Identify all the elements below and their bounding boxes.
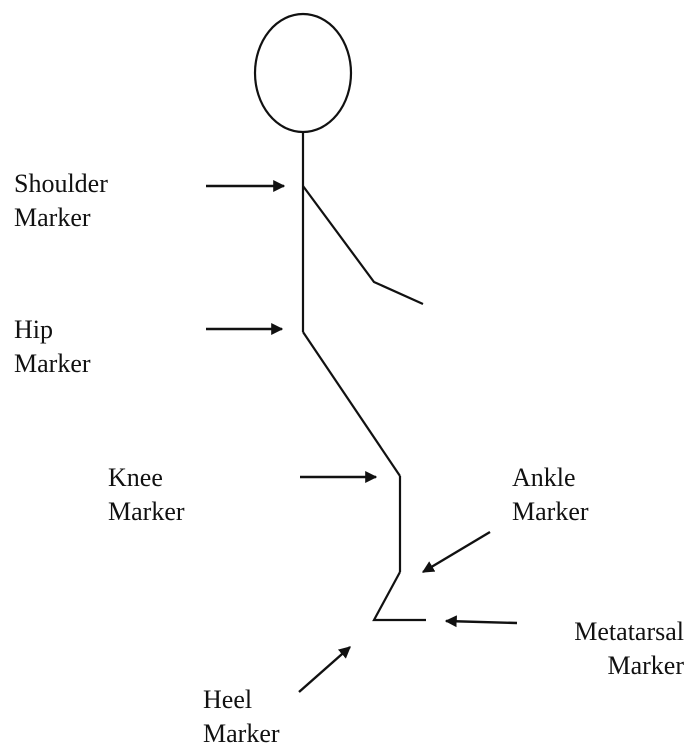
heel-arrow-icon [299,647,350,692]
heel-label-line2: Marker [203,717,280,751]
hip-label-line2: Marker [14,347,91,381]
shoulder-marker-label: Shoulder Marker [14,167,108,235]
thigh-line [303,332,400,476]
foot-line [374,572,426,620]
ankle-marker-label: Ankle Marker [512,461,589,529]
metatarsal-arrow-icon [446,621,517,623]
heel-marker-label: Heel Marker [203,683,280,751]
ankle-label-line2: Marker [512,495,589,529]
knee-label-line1: Knee [108,461,185,495]
arm-line [303,186,423,304]
ankle-label-line1: Ankle [512,461,589,495]
knee-marker-label: Knee Marker [108,461,185,529]
shoulder-label-line1: Shoulder [14,167,108,201]
hip-marker-label: Hip Marker [14,313,91,381]
shoulder-label-line2: Marker [14,201,108,235]
metatarsal-marker-label: Metatarsal Marker [522,615,684,683]
ankle-arrow-icon [423,532,490,572]
head-outline [255,14,351,132]
knee-label-line2: Marker [108,495,185,529]
heel-label-line1: Heel [203,683,280,717]
metatarsal-label-line1: Metatarsal [522,615,684,649]
hip-label-line1: Hip [14,313,91,347]
metatarsal-label-line2: Marker [522,649,684,683]
